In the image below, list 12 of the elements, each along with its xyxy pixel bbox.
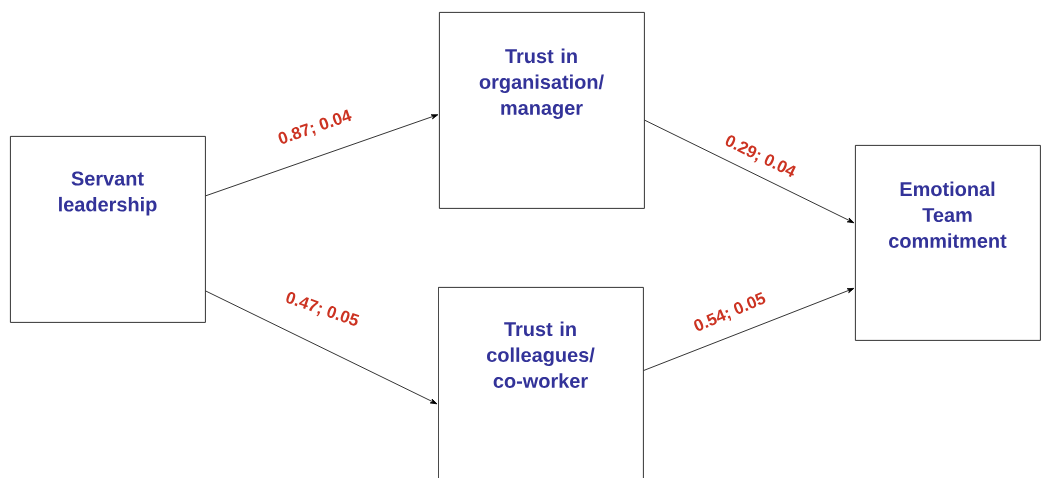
box: Servant leadership (10, 136, 206, 323)
box: Trust in organisation/ manager (439, 12, 645, 209)
arrow (644, 119, 855, 224)
edge-label: 0.87; 0.04 (278, 109, 352, 144)
arrow (205, 114, 439, 197)
edge-label: 0.29; 0.04 (725, 135, 796, 178)
arrow (643, 288, 855, 371)
edge-label: 0.47; 0.05 (286, 292, 360, 326)
box: Emotional Team commitment (855, 145, 1041, 341)
arrow (205, 290, 438, 405)
edge-label: 0.54; 0.05 (694, 292, 766, 331)
box: Trust in colleagues/ co-worker (438, 287, 644, 478)
